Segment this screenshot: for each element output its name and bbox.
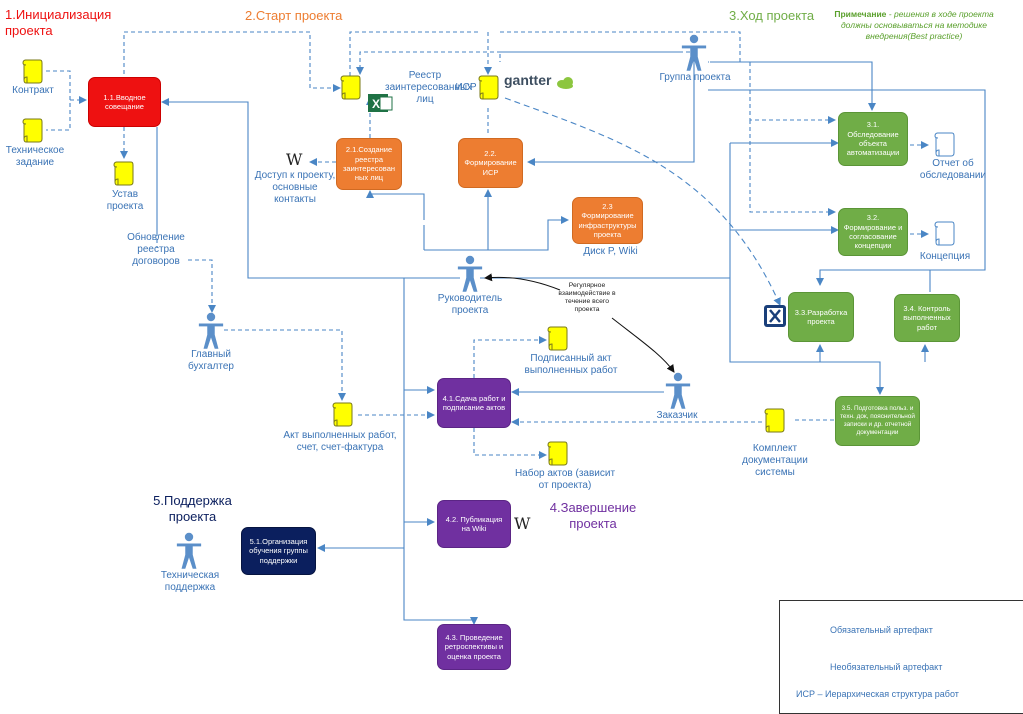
artifact-otchet-label: Отчет об обследовании: [919, 158, 987, 181]
artifact-ustav-label: Устав проекта: [106, 189, 144, 212]
task-3-2[interactable]: 3.2. Формирование и согласование концепц…: [838, 208, 908, 256]
task-2-2[interactable]: 2.2. Формирование ИСР: [458, 138, 523, 188]
task-3-1[interactable]: 3.1. Обследование объекта автоматизации: [838, 112, 908, 166]
label-regular: Регулярное взаимодействие в течение всег…: [558, 282, 616, 314]
artifact-otchet-icon: [934, 132, 955, 157]
task-2-3[interactable]: 2.3 Формирование инфраструктуры проекта: [572, 197, 643, 244]
role-ruk-label: Руководитель проекта: [437, 293, 503, 316]
artifact-isr-label: ИСР: [455, 82, 477, 93]
artifact-komplekt-label: Комплект документации системы: [742, 443, 808, 478]
artifact-reestr-label: Реестр заинтересованных лиц: [385, 70, 473, 105]
artifact-koncepcia-icon: [934, 221, 955, 246]
legend: Обязательный артефакт Необязательный арт…: [779, 600, 1023, 714]
phase-1-title: 1.Инициализация проекта: [5, 7, 112, 39]
artifact-tz-label: Техническое задание: [5, 145, 65, 168]
role-group-label: Группа проекта: [659, 72, 731, 83]
artifact-komplekt-icon: [764, 408, 785, 433]
legend-isr-label: ИСР – Иерархическая структура работ: [796, 689, 959, 699]
artifact-koncepcia-label: Концепция: [919, 251, 971, 262]
task-3-3[interactable]: 3.3.Разработка проекта: [788, 292, 854, 342]
label-obnovlenie: Обновление реестра договоров: [127, 232, 185, 267]
svg-text:X: X: [372, 97, 380, 111]
phase-2-title: 2.Старт проекта: [245, 8, 343, 23]
phase-5-title: 5.Поддержка проекта: [153, 493, 232, 525]
legend-required-label: Обязательный артефакт: [830, 625, 933, 635]
artifact-isr-icon: [478, 75, 499, 100]
artifact-tz-icon: [22, 118, 43, 143]
excel-icon: X: [368, 94, 393, 112]
gantter-cloud-icon: [557, 77, 573, 89]
label-dostup: Доступ к проекту, основные контакты: [254, 170, 336, 205]
person-tech-icon: [176, 532, 202, 569]
phase-4-title: 4.Завершение проекта: [549, 500, 637, 532]
sharepoint-icon: [764, 305, 786, 327]
wiki-icon: W: [286, 150, 303, 169]
task-4-3[interactable]: 4.3. Проведение ретроспективы и оценка п…: [437, 624, 511, 670]
role-zakaz-label: Заказчик: [656, 410, 698, 421]
artifact-akt-icon: [332, 402, 353, 427]
role-tech-label: Техническая поддержка: [160, 570, 220, 593]
person-ruk-icon: [457, 255, 483, 292]
legend-optional-label: Необязательный артефакт: [830, 662, 943, 672]
task-3-5[interactable]: 3.5. Подготовка польз. и техн. док, пояс…: [835, 396, 920, 446]
artifact-contract-icon: [22, 59, 43, 84]
label-disk: Диск P, Wiki: [583, 246, 638, 257]
phase-3-title: 3.Ход проекта: [729, 8, 815, 23]
artifact-nabor-label: Набор актов (зависит от проекта): [514, 468, 616, 491]
task-4-2[interactable]: 4.2. Публикация на Wiki: [437, 500, 511, 548]
task-2-1[interactable]: 2.1.Создание реестра заинтересован ных л…: [336, 138, 402, 190]
artifact-signed-act-icon: [547, 326, 568, 351]
gantter-logo: gantter: [504, 72, 552, 88]
task-1-1[interactable]: 1.1.Вводное совещание: [88, 77, 161, 127]
artifact-contract-label: Контракт: [12, 85, 54, 96]
artifact-nabor-icon: [547, 441, 568, 466]
wiki-icon-2: W: [514, 514, 531, 533]
artifact-signed-act-label: Подписанный акт выполненных работ: [524, 353, 618, 376]
note-text: Примечание - решения в ходе проекта долж…: [826, 9, 1002, 42]
artifact-ustav-icon: [113, 161, 134, 186]
task-5-1[interactable]: 5.1.Организация обучения группы поддержк…: [241, 527, 316, 575]
task-4-1[interactable]: 4.1.Сдача работ и подписание актов: [437, 378, 511, 428]
note-body: - решения в ходе проекта должны основыва…: [840, 9, 994, 42]
artifact-reestr-icon: [340, 75, 361, 100]
role-buh-label: Главный бухгалтер: [188, 349, 234, 372]
artifact-akt-label: Акт выполненных работ, счет, счет-фактур…: [283, 430, 397, 453]
person-zakaz-icon: [665, 372, 691, 409]
person-buh-icon: [198, 312, 224, 349]
task-3-4[interactable]: 3.4. Контроль выполненных работ: [894, 294, 960, 342]
note-bold: Примечание: [834, 9, 887, 19]
